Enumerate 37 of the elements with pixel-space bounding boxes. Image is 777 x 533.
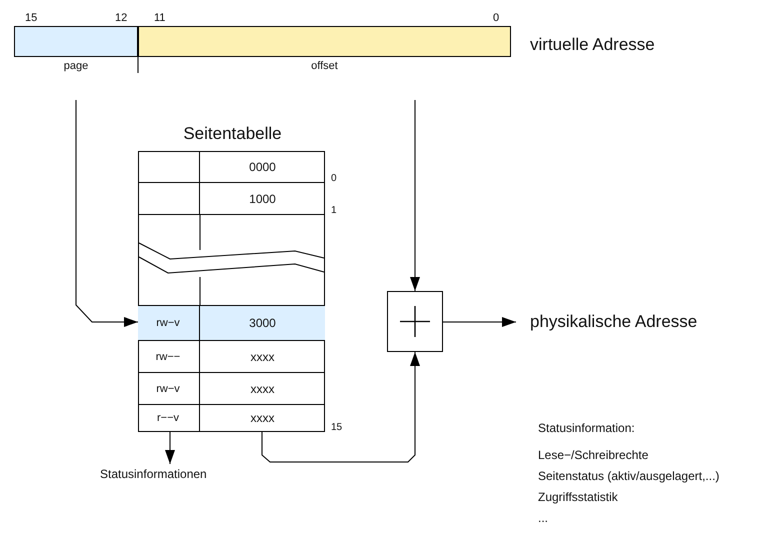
note-text: Statusinformation: xyxy=(538,421,635,435)
note-text: Seitenstatus (aktiv/ausgelagert,...) xyxy=(538,469,720,483)
table-row xyxy=(138,373,325,405)
arrow xyxy=(165,432,175,464)
arrow xyxy=(76,100,138,327)
table-cell-text: xxxx xyxy=(250,380,276,398)
row-index: 0 xyxy=(331,173,337,184)
row-index: 1 xyxy=(331,205,337,216)
table-cell-text: 0000 xyxy=(248,158,277,176)
table-cell-text: rw−v xyxy=(155,316,181,331)
table-row xyxy=(138,341,325,373)
text-label: Statusinformationen xyxy=(95,464,275,484)
note-text: ... xyxy=(538,511,548,525)
note-text: Lese−/Schreibrechte xyxy=(538,448,648,462)
text-label: physikalische Adresse xyxy=(516,309,716,335)
adder-box xyxy=(387,291,443,352)
arrow xyxy=(410,100,420,292)
address-label: virtuelle Adresse xyxy=(530,35,655,55)
bit-number: 11 xyxy=(154,12,166,24)
bit-number: 15 xyxy=(25,12,38,24)
bit-number: 12 xyxy=(115,12,128,24)
bit-number: 0 xyxy=(493,12,500,24)
table-cell-text: xxxx xyxy=(250,410,276,427)
arrow xyxy=(262,352,420,462)
note-text: Zugriffsstatistik xyxy=(538,490,618,504)
field-label: offset xyxy=(310,60,339,72)
table-cell-text: 3000 xyxy=(248,315,277,332)
table-cell-text: 1000 xyxy=(248,190,277,208)
arrow xyxy=(442,317,516,327)
field-label: page xyxy=(62,60,90,72)
table-title: Seitentabelle xyxy=(182,124,283,144)
table-cell-text: r−−v xyxy=(156,411,180,426)
table-cell-text: rw−− xyxy=(154,350,182,364)
row-index: 15 xyxy=(331,422,342,433)
table-row xyxy=(138,305,325,341)
table-cell-text: xxxx xyxy=(250,348,276,366)
table-cell-text: rw−v xyxy=(155,382,181,396)
